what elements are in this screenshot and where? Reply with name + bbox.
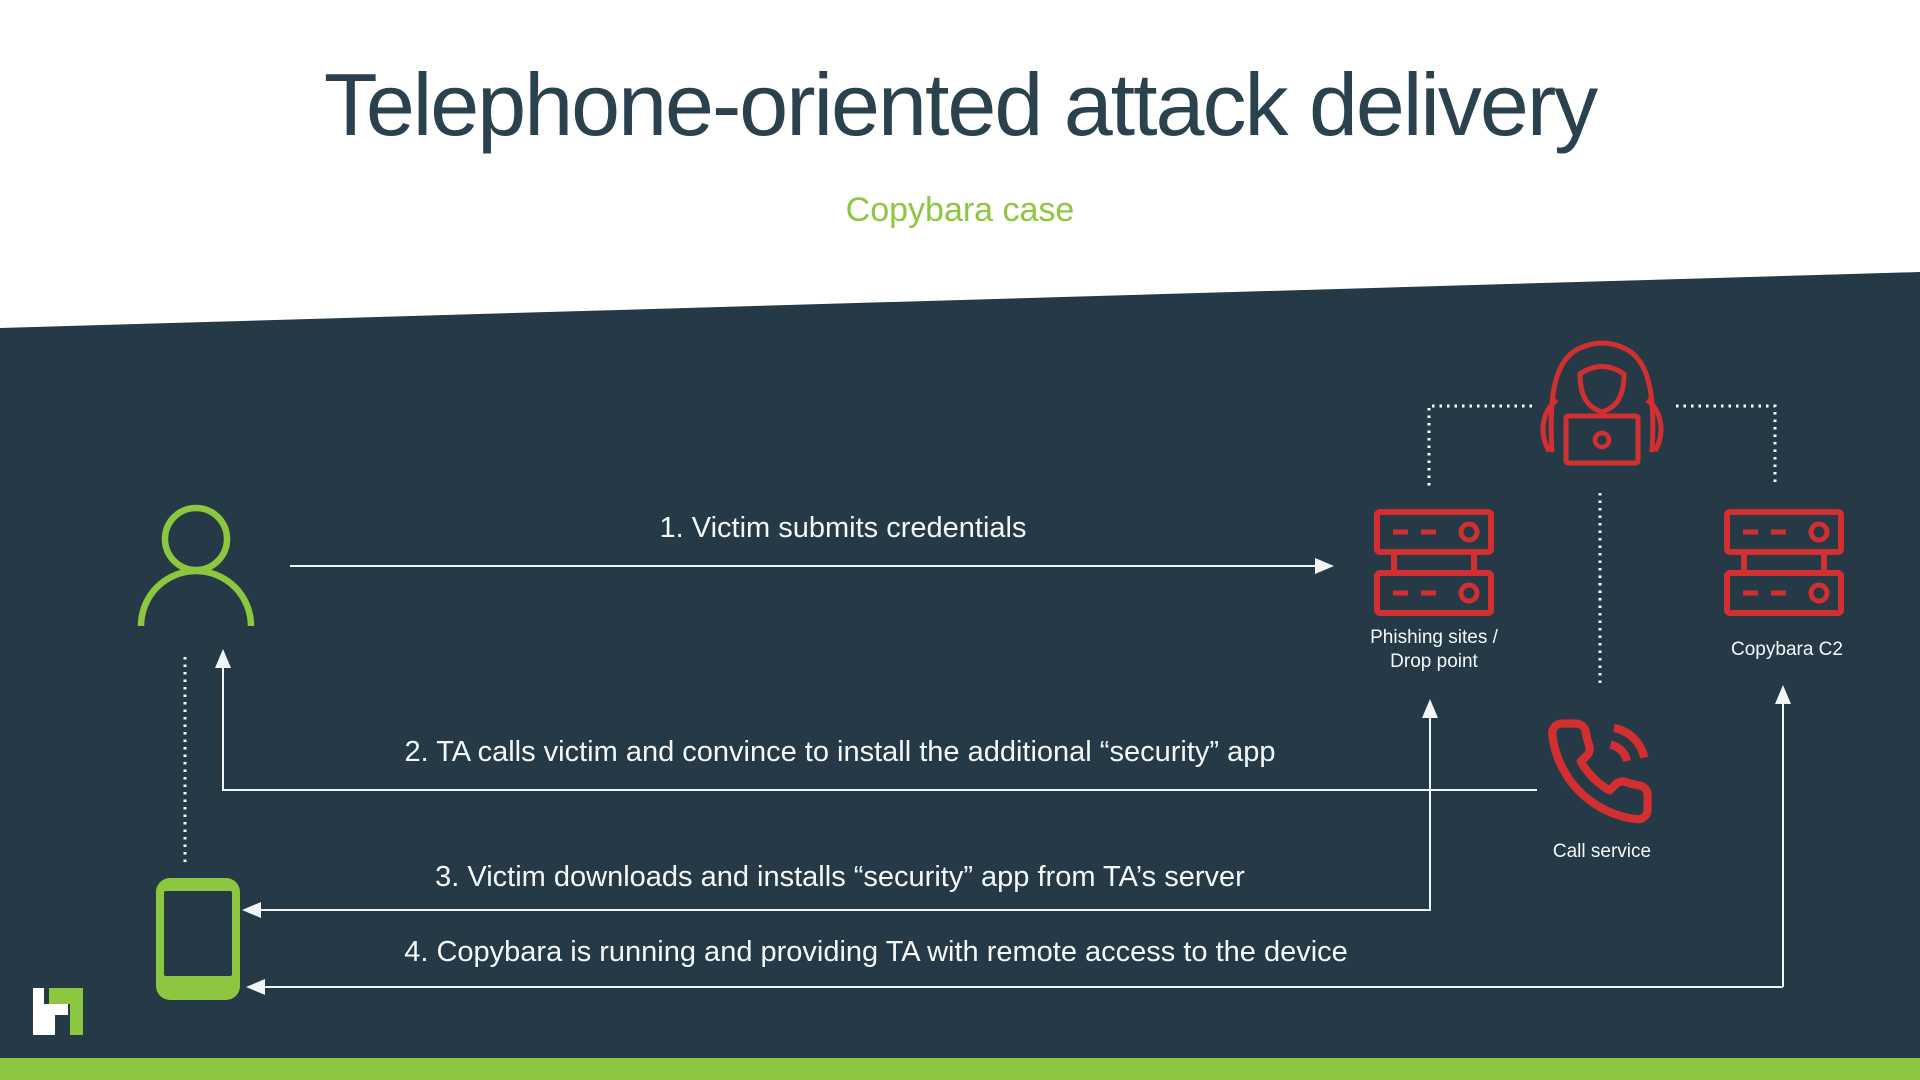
person-icon	[137, 504, 255, 627]
step-3-label: 3. Victim downloads and installs “securi…	[435, 861, 1245, 893]
step-1-label: 1. Victim submits credentials	[659, 512, 1027, 544]
page-subtitle: Copybara case	[845, 191, 1075, 229]
phishing-sites-label-line1: Phishing sites /	[1370, 627, 1498, 648]
call-service-label: Call service	[1552, 841, 1652, 862]
copybara-c2-label: Copybara C2	[1731, 639, 1843, 660]
flow-arrowheads	[215, 558, 1791, 995]
page-title: Telephone-oriented attack delivery	[323, 55, 1598, 154]
phone-call-icon	[1548, 719, 1652, 824]
step-2-label: 2. TA calls victim and convince to insta…	[404, 736, 1276, 768]
bottom-accent-bar	[0, 1058, 1920, 1080]
dotted-connectors	[183, 404, 1777, 866]
server-icon-phishing	[1374, 509, 1494, 616]
phishing-sites-label-line2: Drop point	[1390, 651, 1478, 672]
smartphone-icon	[156, 878, 240, 1000]
phishing-sites-label: Phishing sites / Drop point	[1370, 626, 1498, 674]
step-4-label: 4. Copybara is running and providing TA …	[404, 936, 1348, 968]
flow-connectors	[222, 565, 1784, 988]
brand-logo	[33, 988, 83, 1035]
hacker-icon	[1540, 340, 1664, 466]
server-icon-c2	[1724, 509, 1844, 616]
